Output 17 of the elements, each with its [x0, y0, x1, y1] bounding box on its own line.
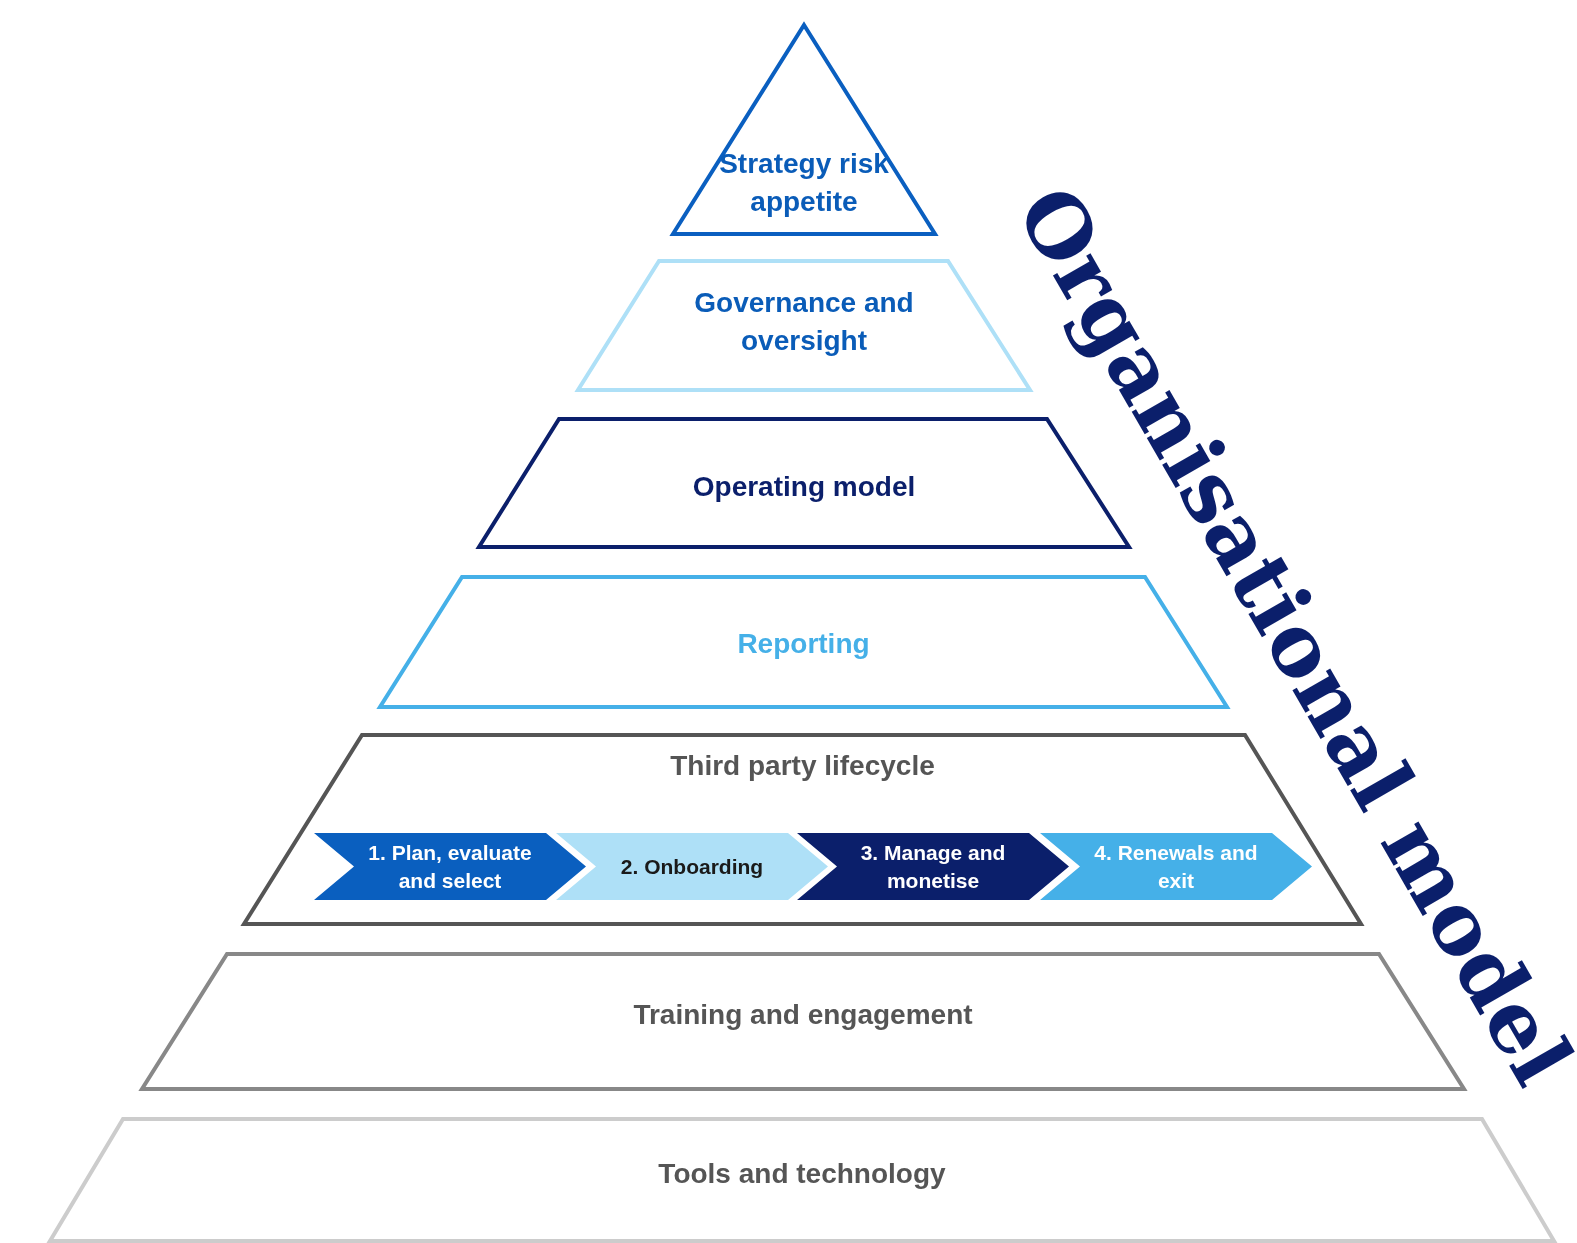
step-label: 3. Manage and monetise	[859, 839, 1007, 894]
chevron-step	[1040, 833, 1312, 900]
step-label: 1. Plan, evaluate and select	[367, 839, 533, 894]
pyramid-apex	[671, 23, 937, 236]
tier-label: Reporting	[736, 627, 871, 661]
tier-label: Third party lifecycle	[669, 749, 936, 783]
chevron-step	[556, 833, 828, 900]
tier-label: Training and engagement	[632, 998, 974, 1032]
tier-label: Operating model	[691, 470, 917, 504]
step-label: 2. Onboarding	[619, 853, 765, 880]
tier-label: Tools and technology	[657, 1157, 947, 1191]
tier-label: Governance and oversight	[693, 286, 915, 358]
tier-label: Strategy risk appetite	[718, 147, 890, 219]
chevron-step	[797, 833, 1069, 900]
pyramid-tier	[48, 1117, 1556, 1243]
chevron-step	[314, 833, 586, 900]
step-label: 4. Renewals and exit	[1093, 839, 1259, 894]
